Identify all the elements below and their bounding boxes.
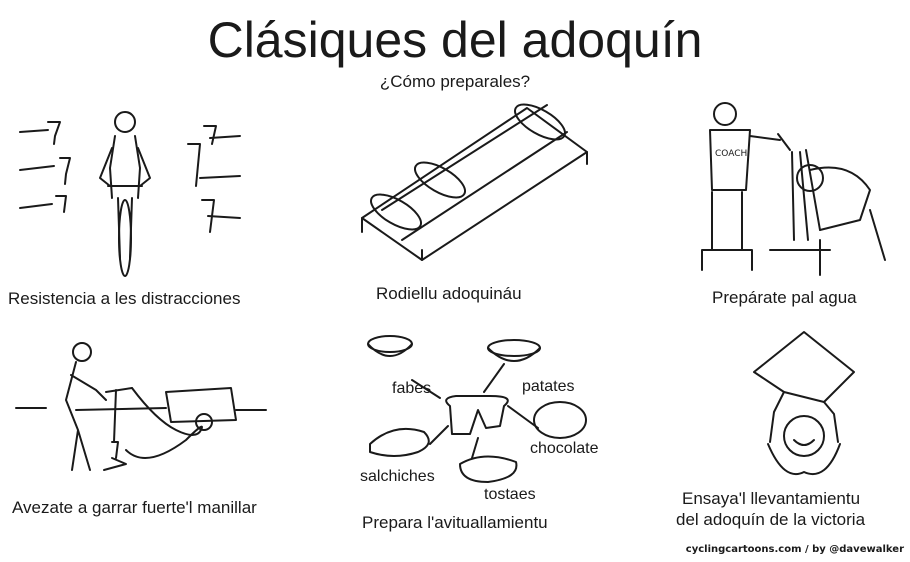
cyclist-with-drinks-illustration [19,111,241,277]
caption-distractions: Resistencia a les distracciones [8,289,241,308]
caption-feeding: Prepara l'avituallamientu [362,513,548,532]
label-fabes: fabes [392,380,432,397]
caption-victory-line1: Ensaya'l llevantamientu [682,489,861,508]
label-salchiches: salchiches [360,468,435,485]
caption-roller: Rodiellu adoquináu [376,284,522,303]
coach-shirt-text: COACH [715,149,747,159]
label-patates: patates [522,378,575,395]
label-tostaes: tostaes [484,486,536,503]
label-chocolate: chocolate [530,440,599,457]
caption-handlebar: Avezate a garrar fuerte'l manillar [12,498,257,517]
food-bowls-illustration [367,335,587,483]
page-subtitle: ¿Cómo preparales? [379,72,531,91]
credit-text: cyclingcartoons.com / by @davewalker [685,544,904,555]
jackhammer-illustration [15,342,267,471]
caption-victory-block: Ensaya'l llevantamientu del adoquín de l… [0,488,910,530]
page-title: Clásiques del adoquín [207,12,703,68]
caption-victory-line2: del adoquín de la victoria [676,510,866,529]
coach-shower-cyclist-illustration: COACH [701,102,886,276]
cobblestone-roller-illustration [361,103,588,261]
caption-water: Prepárate pal agua [712,288,857,307]
cobblestone-trophy-lift-illustration [753,331,855,475]
